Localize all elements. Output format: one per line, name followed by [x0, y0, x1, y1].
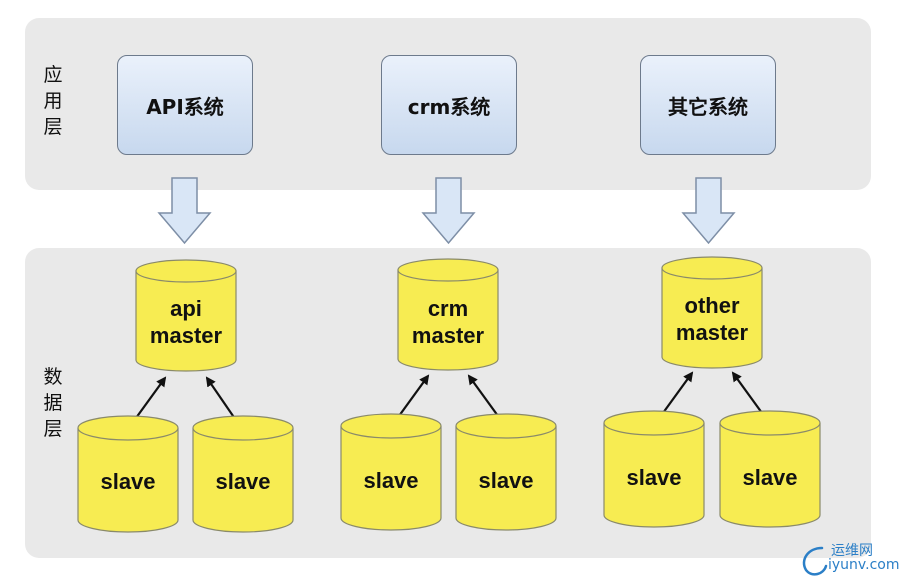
other-system-box: 其它系统: [640, 55, 776, 155]
watermark-en: iyunv.com: [828, 557, 900, 573]
crm-master-label-line1: crm: [428, 296, 468, 321]
other-master-label-line1: other: [685, 293, 740, 318]
api-slave2-label: slave: [215, 469, 270, 494]
crm-slave-db-2: slave: [455, 413, 557, 531]
api-master-label-line2: master: [150, 323, 223, 348]
down-arrow-api: [157, 177, 212, 245]
crm-slave1-label: slave: [363, 468, 418, 493]
crm-slave-db-1: slave: [340, 413, 442, 531]
crm-master-db: crm master: [397, 258, 499, 371]
other-slave2-label: slave: [742, 465, 797, 490]
api-slave-db-1: slave: [77, 415, 179, 533]
watermark-cn: 运维网: [831, 543, 873, 559]
api-slave-db-2: slave: [192, 415, 294, 533]
crm-slave2-label: slave: [478, 468, 533, 493]
application-layer-label: 应 用 层: [43, 64, 63, 138]
api-system-box: API系统: [117, 55, 253, 155]
api-slave1-label: slave: [100, 469, 155, 494]
watermark-logo-icon: [802, 546, 828, 576]
other-slave-db-1: slave: [603, 410, 705, 528]
down-arrow-crm: [421, 177, 476, 245]
down-arrow-other: [681, 177, 736, 245]
other-slave1-label: slave: [626, 465, 681, 490]
other-slave-db-2: slave: [719, 410, 821, 528]
crm-master-label-line2: master: [412, 323, 485, 348]
other-master-label-line2: master: [676, 320, 749, 345]
api-master-label-line1: api: [170, 296, 202, 321]
other-master-db: other master: [661, 256, 763, 369]
api-master-db: api master: [135, 259, 237, 372]
crm-system-box: crm系统: [381, 55, 517, 155]
data-layer-label: 数 据 层: [43, 366, 63, 440]
